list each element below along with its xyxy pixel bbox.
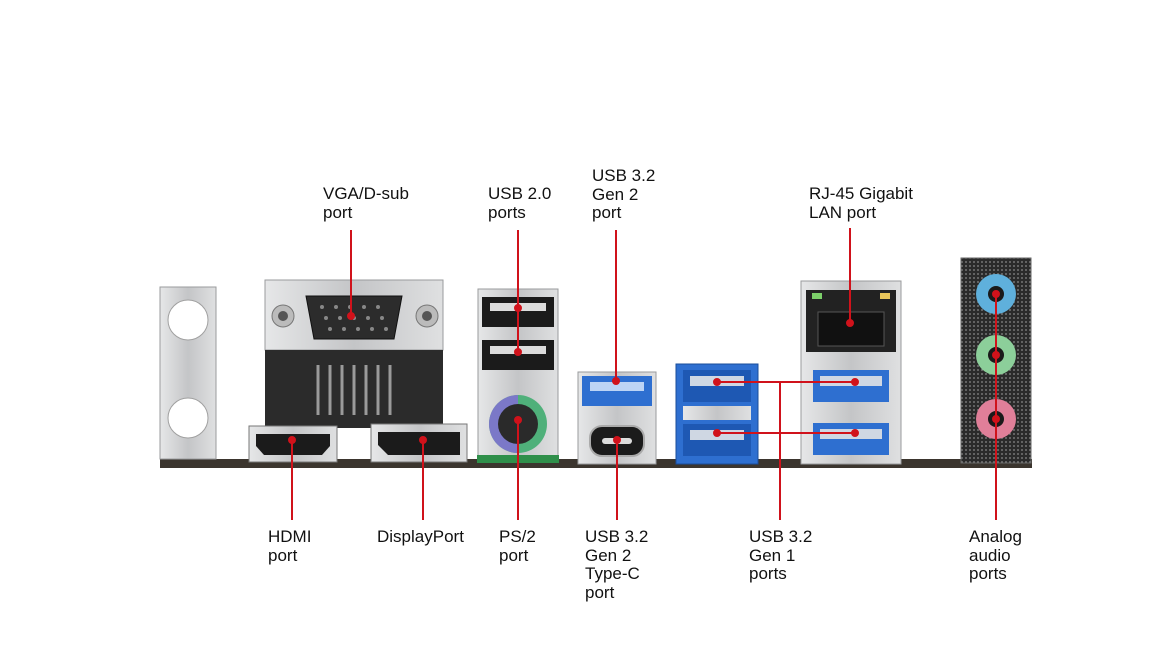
usb20-ps2-stack xyxy=(477,288,559,463)
label-displayport: DisplayPort xyxy=(377,527,464,546)
displayport-connector xyxy=(370,423,468,463)
leader-lines xyxy=(288,228,1000,520)
label-usb32-gen1-ports: USB 3.2 Gen 1 ports xyxy=(749,527,813,583)
label-analog-audio-ports: Analog audio ports xyxy=(969,527,1022,583)
label-rj45-lan-port: RJ-45 Gigabit LAN port xyxy=(809,184,913,222)
label-hdmi-port: HDMI port xyxy=(268,527,312,565)
left-bracket xyxy=(159,286,217,460)
label-usb-typec-port: USB 3.2 Gen 2 Type-C port xyxy=(585,527,649,602)
label-usb32-gen2-port: USB 3.2 Gen 2 port xyxy=(592,166,656,222)
label-vga-port: VGA/D-sub port xyxy=(323,184,409,222)
label-usb20-ports: USB 2.0 ports xyxy=(488,184,552,222)
vga-connector xyxy=(264,279,444,428)
label-ps2-port: PS/2 port xyxy=(499,527,536,565)
